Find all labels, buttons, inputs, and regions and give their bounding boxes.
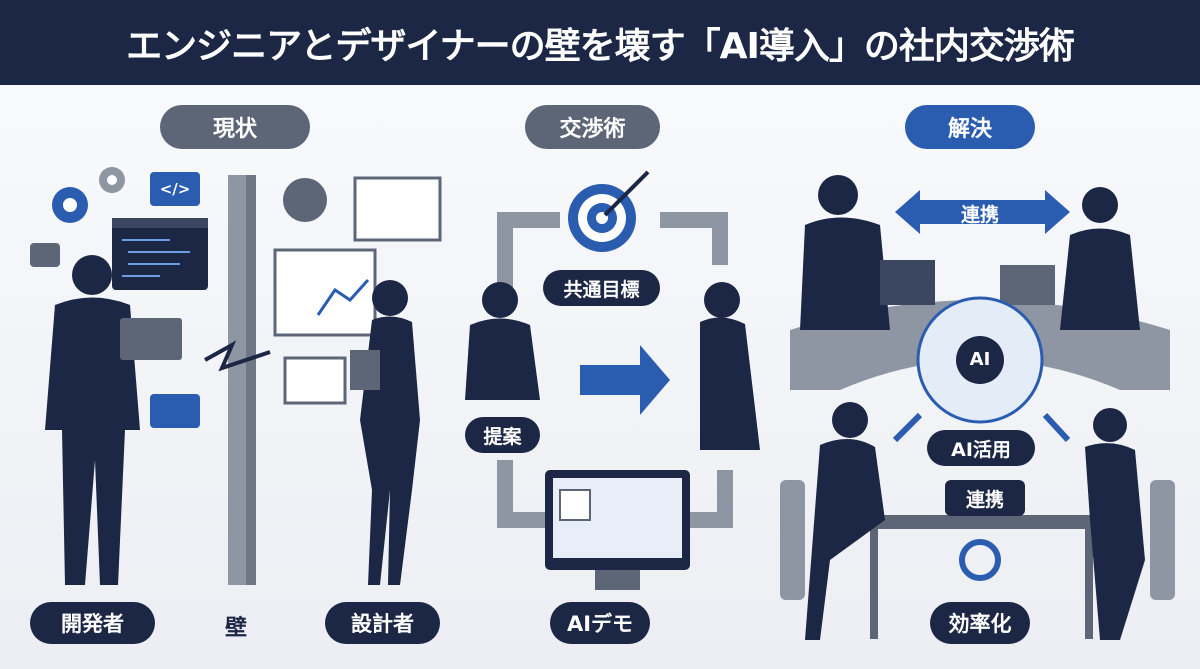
label-ai-demo: AIデモ: [550, 602, 650, 644]
page-title: エンジニアとデザイナーの壁を壊す「AI導入」の社内交渉術: [0, 0, 1200, 85]
designer-silhouette: [350, 280, 420, 585]
cycle-arrow: [497, 460, 545, 528]
label-proposal: 提案: [465, 417, 540, 453]
chair: [780, 480, 805, 600]
section-current: 現状: [160, 105, 310, 149]
code-window: [112, 218, 208, 290]
wireframe-window: [353, 176, 442, 242]
label-designer: 設計者: [325, 602, 440, 644]
code-icon: [150, 172, 200, 206]
section-negotiation: 交渉術: [525, 105, 660, 149]
label-wall: 壁: [225, 616, 248, 641]
label-efficiency: 効率化: [930, 602, 1030, 644]
seated-engineer: [805, 402, 885, 640]
label-collab-bottom: 連携: [945, 480, 1025, 516]
cycle-arrow: [690, 470, 733, 528]
refresh-icon: [959, 539, 1001, 581]
label-ai-use: AI活用: [927, 430, 1035, 466]
label-developer: 開発者: [30, 602, 155, 644]
document-icon: [283, 356, 347, 405]
listener-silhouette: [700, 282, 760, 450]
code-icon: [150, 394, 200, 428]
developer-silhouette: [45, 255, 182, 585]
wireframe-window: [273, 248, 377, 337]
ai-chip-label: AI: [969, 349, 991, 370]
palette-icon: [283, 178, 327, 222]
cycle-arrow: [497, 212, 560, 290]
section-solution: 解決: [905, 105, 1035, 149]
bidirectional-arrow: [895, 190, 1070, 234]
cycle-arrow: [660, 212, 728, 265]
presenter-silhouette: [465, 282, 540, 400]
proposal-arrow: [580, 345, 670, 415]
arrow: [892, 412, 923, 443]
seated-designer: [1085, 408, 1145, 640]
label-collab-top: 連携: [960, 204, 999, 226]
arrow: [1042, 412, 1071, 443]
crack-icon: [204, 340, 271, 372]
label-common-goal: 共通目標: [543, 270, 660, 306]
designer2-silhouette: [1000, 187, 1140, 330]
desk: [855, 515, 1105, 639]
chair: [1150, 480, 1175, 600]
speech-bubble-icon: [30, 243, 60, 267]
code-icon-label: </>: [159, 180, 191, 198]
engineer-silhouette: [800, 175, 935, 330]
